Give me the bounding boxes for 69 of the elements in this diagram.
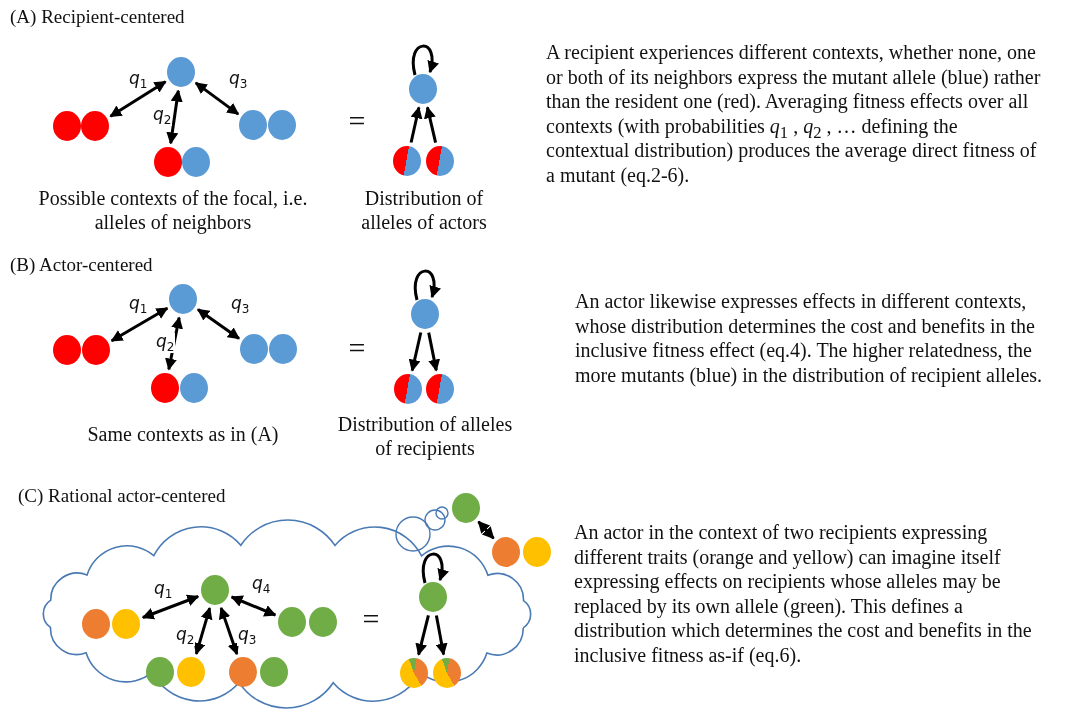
mixed-allele-circle xyxy=(394,374,422,404)
description-paragraph: A recipient experiences different contexts, whether none, one or both of its neighbors express the mutant allele (blue) rather than the resident one (red). Averaging fitness effects over all contexts (with probabilities q$_{1}$ , q$_{2}$ , … defining the contextual distribution) produces the average direct fitness of a mutant (eq.2-6). xyxy=(546,40,1041,187)
double-arrow xyxy=(218,606,240,656)
allele-circle xyxy=(201,575,229,605)
arrow xyxy=(427,332,441,372)
allele-circle xyxy=(523,537,551,567)
allele-circle xyxy=(240,334,268,364)
allele-circle xyxy=(419,582,447,612)
mixed-allele-circle xyxy=(426,146,454,176)
allele-circle xyxy=(180,373,208,403)
panel-title: (C) Rational actor-centered xyxy=(18,484,227,508)
loop-arrow xyxy=(413,269,441,301)
double-arrow xyxy=(165,316,183,371)
double-arrow xyxy=(477,520,495,540)
allele-circle xyxy=(81,111,109,141)
allele-circle xyxy=(53,335,81,365)
arrow xyxy=(424,106,438,143)
allele-circle xyxy=(269,334,297,364)
allele-circle xyxy=(112,609,140,639)
double-arrow xyxy=(110,306,169,343)
loop-arrow xyxy=(421,552,449,584)
allele-circle xyxy=(268,110,296,140)
allele-circle xyxy=(82,609,110,639)
allele-circle xyxy=(239,110,267,140)
allele-circle xyxy=(278,607,306,637)
allele-circle xyxy=(309,607,337,637)
allele-circle xyxy=(151,373,179,403)
allele-circle xyxy=(260,657,288,687)
allele-circle xyxy=(154,147,182,177)
double-arrow xyxy=(166,89,183,145)
mixed-allele-circle xyxy=(426,374,454,404)
panel-title: (B) Actor-centered xyxy=(10,253,154,277)
allele-circle xyxy=(409,74,437,104)
allele-circle xyxy=(146,657,174,687)
allele-circle xyxy=(229,657,257,687)
double-arrow xyxy=(197,308,240,340)
mixed-allele-circle xyxy=(393,146,421,176)
double-arrow xyxy=(141,594,200,620)
equals-sign: = xyxy=(347,103,367,139)
description-paragraph: An actor likewise expresses effects in different contexts, whose distribution determines the cost and benefits in the inclusive fitness effect (eq.4). The higher relatedness, the more mutants (blue) in the distribution of recipient alleles. xyxy=(575,289,1044,387)
caption: Distribution of alleles of actors xyxy=(360,186,488,235)
arrow xyxy=(409,106,423,143)
arrow xyxy=(408,332,423,372)
allele-circle xyxy=(411,299,439,329)
allele-circle xyxy=(452,493,480,523)
description-paragraph: An actor in the context of two recipients expressing different traits (orange and yellow) can imagine itself expressing effects on recipients whose alleles may be replaced by its own allele (green). This defines a distribution which determines the cost and benefits in the inclusive fitness as-if (eq.6). xyxy=(574,520,1033,667)
caption: Distribution of alleles of recipients xyxy=(336,412,514,461)
allele-circle xyxy=(53,111,81,141)
double-arrow xyxy=(193,607,213,655)
equals-sign: = xyxy=(361,601,381,637)
allele-circle xyxy=(177,657,205,687)
edge-label: q$_{2}$ xyxy=(155,333,176,354)
panel-title: (A) Recipient-centered xyxy=(10,5,186,29)
mixed-allele-circle xyxy=(400,658,428,688)
allele-circle xyxy=(82,335,110,365)
allele-circle xyxy=(169,284,197,314)
allele-circle xyxy=(182,147,210,177)
allele-circle xyxy=(492,537,520,567)
double-arrow xyxy=(109,80,167,118)
mixed-allele-circle xyxy=(433,658,461,688)
double-arrow xyxy=(230,595,277,617)
equals-sign: = xyxy=(347,330,367,366)
double-arrow xyxy=(194,81,240,116)
arrow xyxy=(415,615,430,656)
arrow xyxy=(434,615,448,656)
loop-arrow xyxy=(411,44,439,76)
caption: Same contexts as in (A) xyxy=(86,422,280,447)
caption: Possible contexts of the focal, i.e. alleles of neighbors xyxy=(37,186,309,235)
allele-circle xyxy=(167,57,195,87)
